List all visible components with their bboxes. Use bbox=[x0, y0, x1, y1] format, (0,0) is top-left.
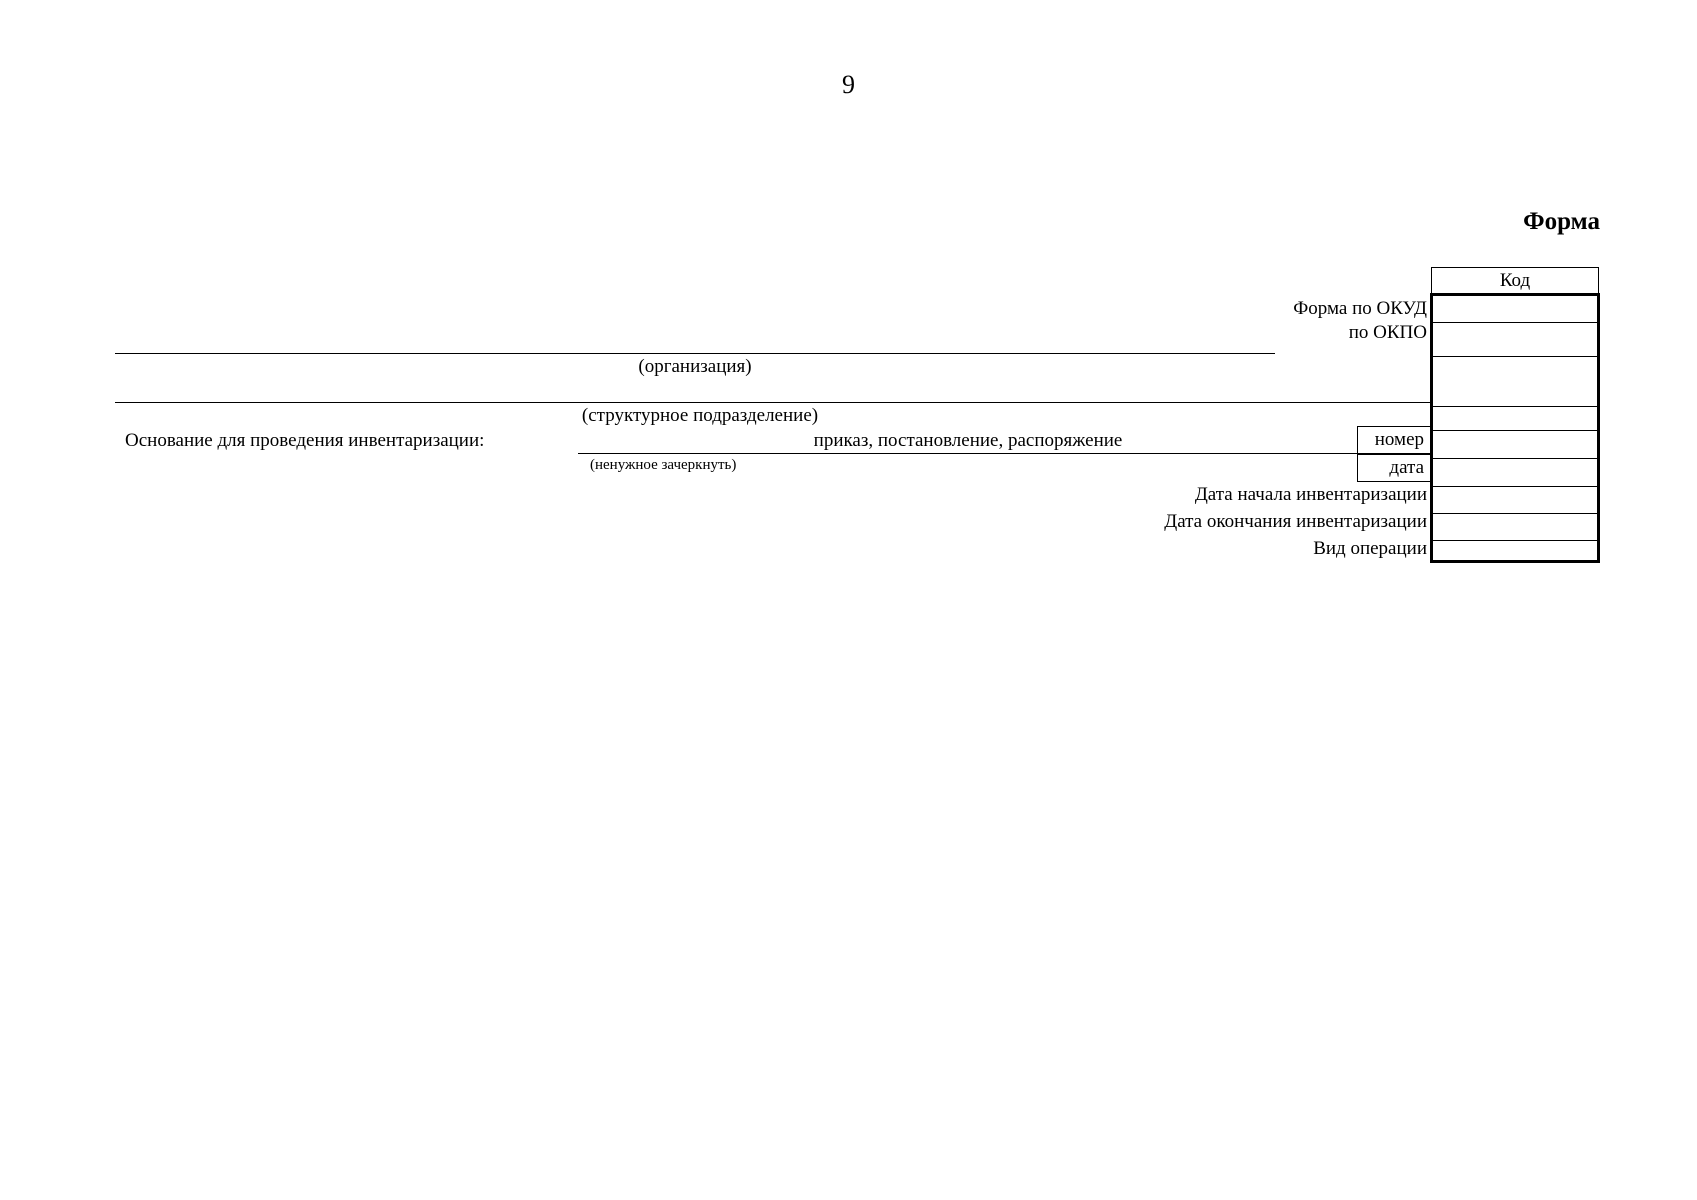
organization-caption: (организация) bbox=[638, 356, 752, 377]
end-date-code-cell[interactable] bbox=[1433, 513, 1597, 541]
organization-code-cell[interactable] bbox=[1433, 356, 1597, 407]
strike-note: (ненужное зачеркнуть) bbox=[590, 457, 737, 473]
number-label: номер bbox=[1357, 426, 1430, 454]
operation-type-label: Вид операции bbox=[1313, 538, 1427, 559]
start-date-label: Дата начала инвентаризации bbox=[1194, 484, 1427, 505]
date-code-cell[interactable] bbox=[1433, 458, 1597, 487]
okud-code-cell[interactable] bbox=[1433, 296, 1597, 323]
basis-label: Основание для проведения инвентаризации: bbox=[125, 430, 485, 451]
page-number: 9 bbox=[842, 70, 855, 99]
date-label: дата bbox=[1357, 454, 1430, 482]
code-header: Код bbox=[1431, 267, 1599, 294]
basis-options[interactable]: приказ, постановление, распоряжение bbox=[813, 430, 1123, 451]
okpo-code-cell[interactable] bbox=[1433, 322, 1597, 357]
operation-type-code-cell[interactable] bbox=[1433, 540, 1597, 560]
organization-line[interactable] bbox=[115, 353, 1275, 354]
okpo-label: по ОКПО bbox=[1348, 322, 1427, 343]
subdivision-line[interactable] bbox=[115, 402, 1431, 403]
code-column bbox=[1430, 293, 1600, 563]
basis-line bbox=[578, 453, 1358, 454]
number-code-cell[interactable] bbox=[1433, 430, 1597, 459]
okud-label: Форма по ОКУД bbox=[1293, 298, 1427, 319]
form-title: Форма bbox=[1523, 208, 1600, 235]
subdivision-code-cell[interactable] bbox=[1433, 406, 1597, 431]
end-date-label: Дата окончания инвентаризации bbox=[1164, 511, 1427, 532]
subdivision-caption: (структурное подразделение) bbox=[581, 405, 819, 426]
start-date-code-cell[interactable] bbox=[1433, 486, 1597, 514]
